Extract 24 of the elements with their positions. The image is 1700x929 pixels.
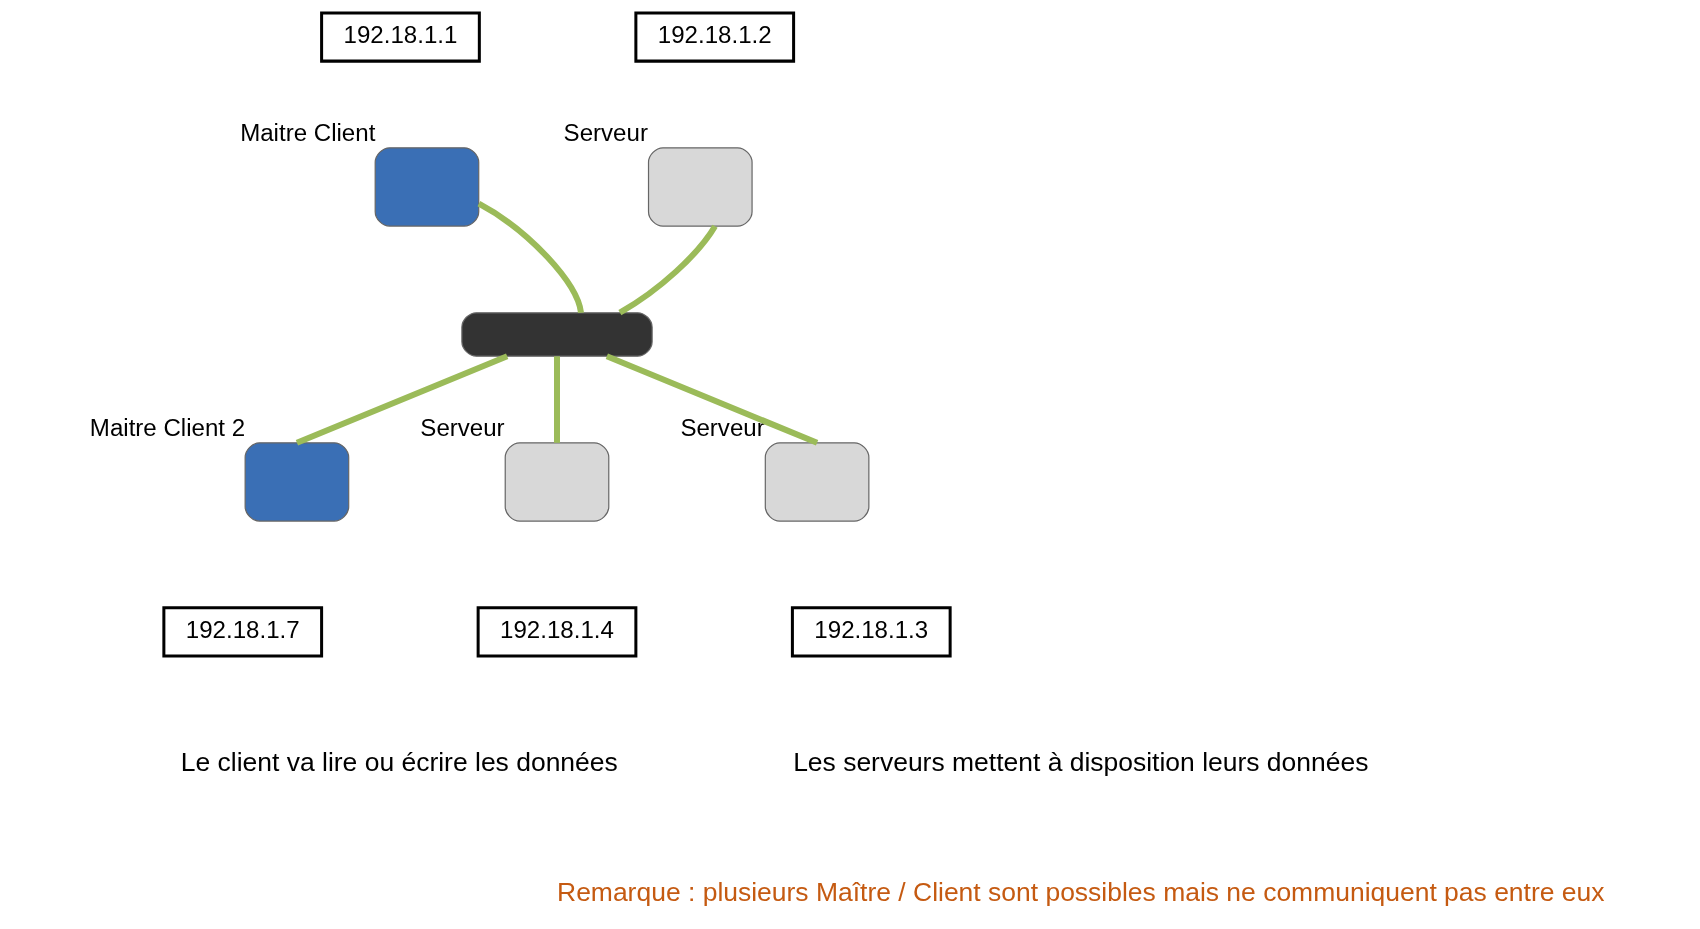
connector [553, 356, 560, 443]
node-box [647, 147, 753, 227]
node-box [244, 442, 349, 522]
node-label: Serveur [679, 413, 765, 441]
label: Remarque : plusieurs Maître / Client sont possibles mais ne communiquent pas entre eux [556, 877, 1605, 908]
node-box [374, 147, 479, 227]
node-box [764, 442, 869, 522]
label: Le client va lire ou écrire les données [180, 747, 618, 778]
connector [617, 224, 718, 316]
node-box [460, 312, 653, 357]
node-box: 192.18.1.7 [161, 606, 323, 658]
connector [295, 353, 508, 446]
node-label: Serveur [419, 413, 505, 441]
node-box: 192.18.1.1 [319, 11, 481, 63]
connector [605, 353, 818, 446]
node-label: Maitre Client [239, 118, 375, 146]
label: Les serveurs mettent à disposition leurs données [792, 747, 1368, 778]
node-box [504, 442, 609, 522]
node-box: 192.18.1.4 [476, 606, 637, 658]
node-box: 192.18.1.3 [790, 606, 952, 658]
node-label: Serveur [563, 118, 648, 146]
node-label: Maitre Client 2 [89, 413, 245, 441]
connector [476, 201, 584, 314]
node-box: 192.18.1.2 [633, 11, 795, 63]
